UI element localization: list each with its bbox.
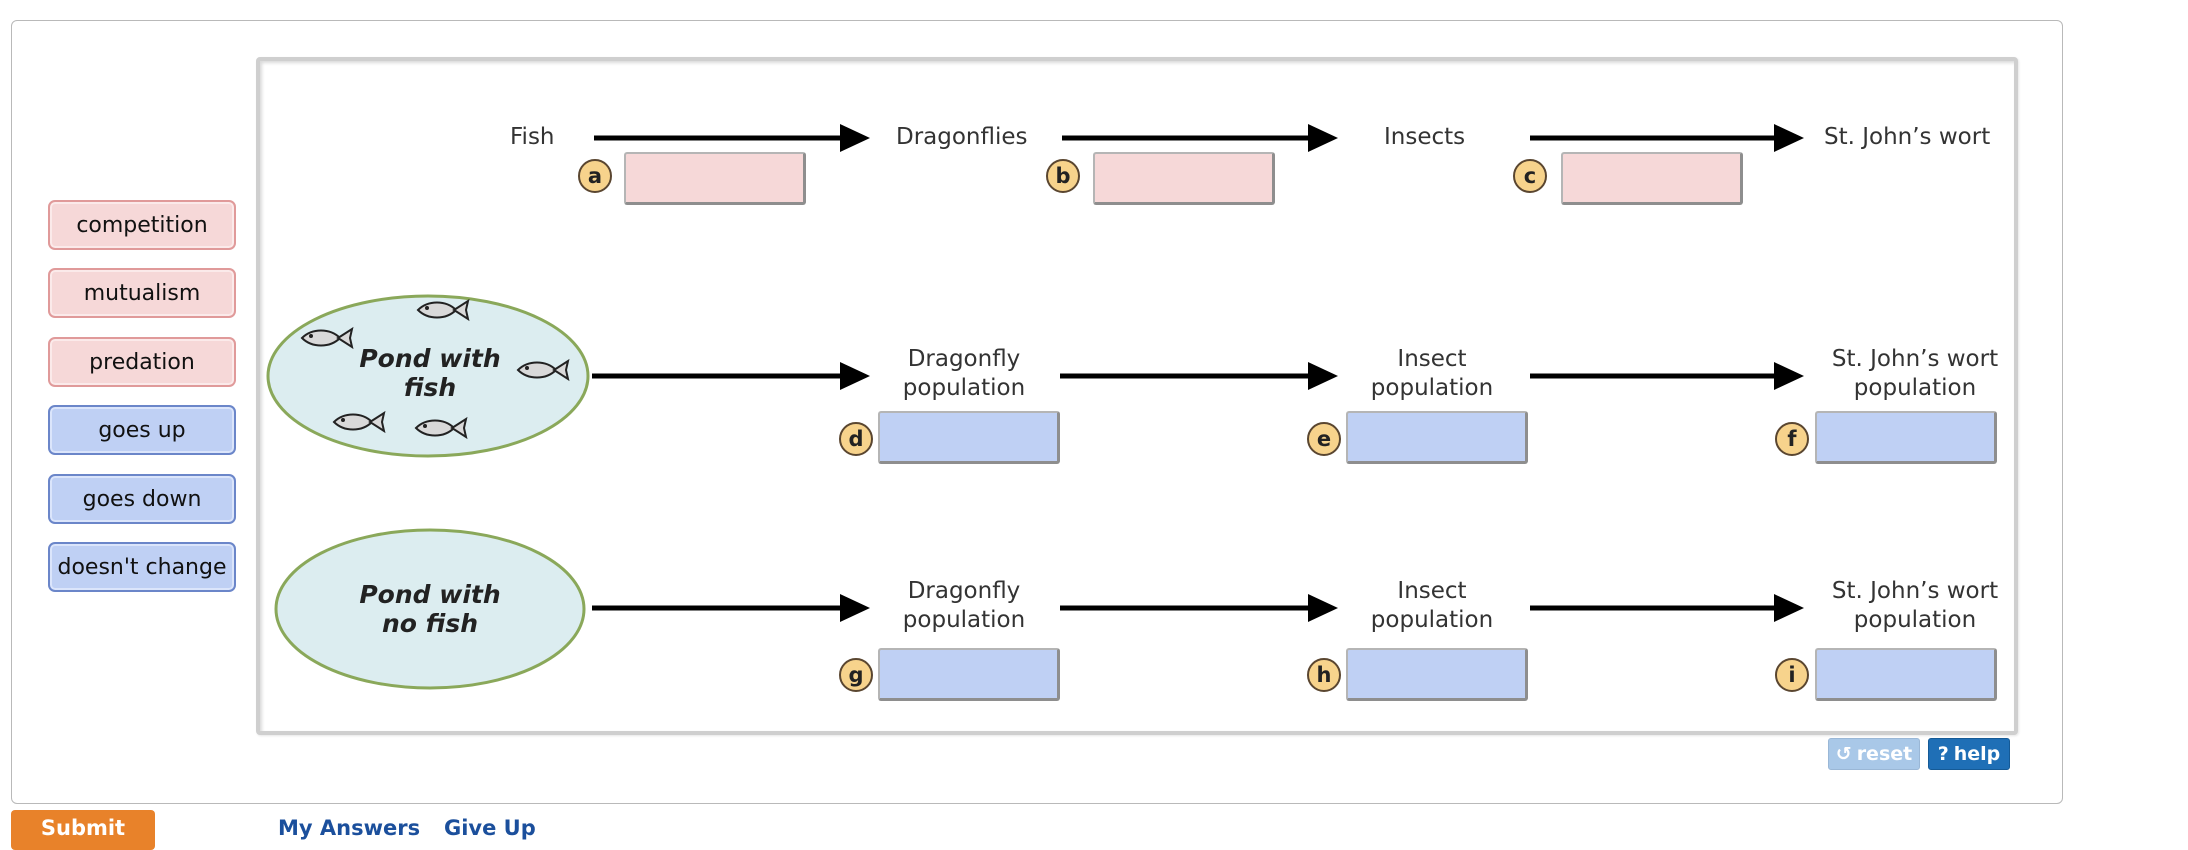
- badge-d: d: [839, 422, 873, 456]
- drop-target-i[interactable]: [1815, 648, 1997, 701]
- pond-no-fish-label: Pond with no fish: [359, 580, 501, 638]
- chip-goes-down[interactable]: goes down: [48, 474, 236, 524]
- nofish-pond-insect-label: Insect population: [1370, 578, 1494, 633]
- my-answers-link[interactable]: My Answers: [278, 816, 421, 840]
- pond-with-fish-label: Pond with fish: [359, 344, 501, 402]
- fish-pond-dragonfly-label: Dragonfly population: [902, 346, 1026, 401]
- badge-c: c: [1513, 159, 1547, 193]
- drop-target-g[interactable]: [878, 648, 1060, 701]
- help-label: help: [1953, 743, 2001, 765]
- chip-mutualism[interactable]: mutualism: [48, 268, 236, 318]
- organism-st-johns-wort: St. John’s wort: [1824, 124, 1991, 150]
- drop-target-a[interactable]: [624, 152, 806, 205]
- badge-a: a: [578, 159, 612, 193]
- badge-f: f: [1775, 422, 1809, 456]
- badge-i: i: [1775, 658, 1809, 692]
- drop-target-e[interactable]: [1346, 411, 1528, 464]
- fish-pond-stjohnswort-label: St. John’s wort population: [1831, 346, 1999, 401]
- nofish-pond-dragonfly-label: Dragonfly population: [902, 578, 1026, 633]
- submit-button[interactable]: Submit: [11, 810, 155, 850]
- organism-insects: Insects: [1384, 124, 1466, 150]
- chip-competition[interactable]: competition: [48, 200, 236, 250]
- drop-target-f[interactable]: [1815, 411, 1997, 464]
- help-icon: ?: [1937, 743, 1949, 765]
- reset-icon: ↺: [1835, 743, 1852, 765]
- help-button[interactable]: ? help: [1928, 738, 2010, 770]
- drop-target-c[interactable]: [1561, 152, 1743, 205]
- chip-doesnt-change[interactable]: doesn't change: [48, 542, 236, 592]
- nofish-pond-stjohnswort-label: St. John’s wort population: [1831, 578, 1999, 633]
- reset-button[interactable]: ↺ reset: [1828, 738, 1920, 770]
- chip-goes-up[interactable]: goes up: [48, 405, 236, 455]
- drop-target-h[interactable]: [1346, 648, 1528, 701]
- chip-predation[interactable]: predation: [48, 337, 236, 387]
- drop-target-b[interactable]: [1093, 152, 1275, 205]
- fish-pond-insect-label: Insect population: [1370, 346, 1494, 401]
- reset-label: reset: [1856, 743, 1913, 765]
- badge-h: h: [1307, 658, 1341, 692]
- drop-target-d[interactable]: [878, 411, 1060, 464]
- badge-g: g: [839, 658, 873, 692]
- give-up-link[interactable]: Give Up: [444, 816, 536, 840]
- badge-b: b: [1046, 159, 1080, 193]
- badge-e: e: [1307, 422, 1341, 456]
- organism-dragonflies: Dragonflies: [896, 124, 1028, 150]
- organism-fish: Fish: [510, 124, 555, 150]
